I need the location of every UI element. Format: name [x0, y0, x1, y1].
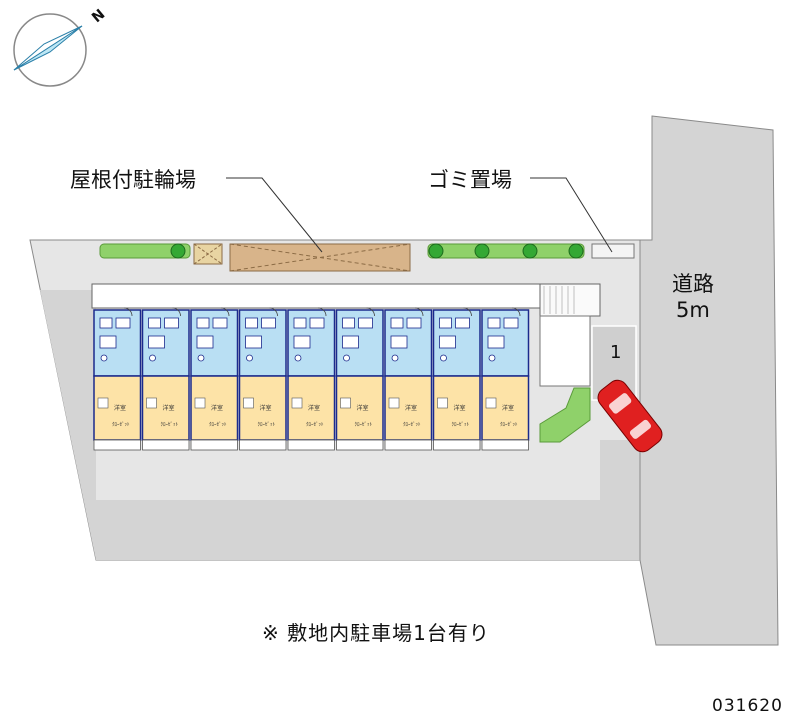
tree-icon: [428, 243, 444, 259]
apartment-unit: 洋室 ｸﾛｰｾﾞｯﾄ: [432, 307, 481, 451]
apartment-unit: 洋室 ｸﾛｰｾﾞｯﾄ: [481, 307, 530, 451]
garbage-label: ゴミ置場: [428, 168, 512, 192]
unit-room-label: 洋室: [114, 404, 126, 412]
tree-icon: [568, 243, 584, 259]
unit-room-label: 洋室: [260, 404, 272, 412]
door-icon: [463, 307, 472, 317]
car-icon: [597, 379, 663, 453]
apartment-unit: 洋室 ｸﾛｰｾﾞｯﾄ: [190, 307, 239, 451]
door-icon: [269, 307, 278, 317]
door-icon: [511, 307, 521, 317]
garbage-area: [591, 243, 635, 259]
leader-garbage: [530, 177, 613, 253]
unit-closet-label: ｸﾛｰｾﾞｯﾄ: [209, 421, 227, 428]
property-code: 031620: [712, 696, 783, 716]
tree-icon: [170, 243, 186, 259]
leader-bike-parking: [226, 177, 323, 253]
parking-space-number: 1: [610, 342, 621, 363]
unit-room-label: 洋室: [163, 404, 175, 412]
unit-closet-label: ｸﾛｰｾﾞｯﾄ: [112, 421, 130, 428]
door-icon: [172, 307, 181, 317]
unit-room-label: 洋室: [502, 404, 514, 412]
unit-closet-label: ｸﾛｰｾﾞｯﾄ: [355, 421, 373, 428]
apartment-unit: 洋室 ｸﾛｰｾﾞｯﾄ: [93, 307, 142, 451]
apartment-unit: 洋室 ｸﾛｰｾﾞｯﾄ: [335, 307, 384, 451]
unit-closet-label: ｸﾛｰｾﾞｯﾄ: [258, 421, 276, 428]
door-icon: [123, 307, 133, 317]
hedge-left: [99, 243, 191, 259]
door-icon: [414, 307, 424, 317]
apartment-unit: 洋室 ｸﾛｰｾﾞｯﾄ: [384, 307, 433, 451]
apartment-unit: 洋室 ｸﾛｰｾﾞｯﾄ: [141, 307, 190, 451]
unit-room-label: 洋室: [405, 404, 417, 412]
bike-parking-label: 屋根付駐輪場: [70, 168, 196, 192]
entrance-path: [539, 315, 591, 387]
unit-room-label: 洋室: [211, 404, 223, 412]
unit-closet-label: ｸﾛｰｾﾞｯﾄ: [403, 421, 421, 428]
tree-icon: [474, 243, 490, 259]
road-width-label: 5m: [676, 298, 710, 322]
entrance-garden: [539, 387, 591, 443]
compass-north-label: N: [89, 6, 108, 26]
door-icon: [317, 307, 327, 317]
door-icon: [366, 307, 375, 317]
apartment-unit: 洋室 ｸﾛｰｾﾞｯﾄ: [287, 307, 336, 451]
parking-note: ※ 敷地内駐車場1台有り: [262, 621, 490, 645]
tree-icon: [522, 243, 538, 259]
road: [639, 115, 779, 646]
door-icon: [220, 307, 230, 317]
unit-room-label: 洋室: [454, 404, 466, 412]
unit-room-label: 洋室: [357, 404, 369, 412]
road-name-label: 道路: [672, 272, 714, 296]
unit-closet-label: ｸﾛｰｾﾞｯﾄ: [500, 421, 518, 428]
driveway: [40, 290, 640, 560]
compass-icon: N: [13, 6, 108, 87]
stairs: [539, 283, 601, 317]
building-corridor: [91, 283, 541, 309]
unit-closet-label: ｸﾛｰｾﾞｯﾄ: [306, 421, 324, 428]
apartment-units: 洋室 ｸﾛｰｾﾞｯﾄ 洋室 ｸﾛｰｾﾞｯﾄ 洋室 ｸﾛｰｾﾞｯﾄ 洋室 ｸﾛｰｾﾞｯﾄ 洋室 ｸﾛ…: [93, 307, 530, 451]
apartment-unit: 洋室 ｸﾛｰｾﾞｯﾄ: [238, 307, 287, 451]
unit-closet-label: ｸﾛｰｾﾞｯﾄ: [452, 421, 470, 428]
unit-closet-label: ｸﾛｰｾﾞｯﾄ: [161, 421, 179, 428]
unit-room-label: 洋室: [308, 404, 320, 412]
hedge-right: [427, 243, 585, 259]
